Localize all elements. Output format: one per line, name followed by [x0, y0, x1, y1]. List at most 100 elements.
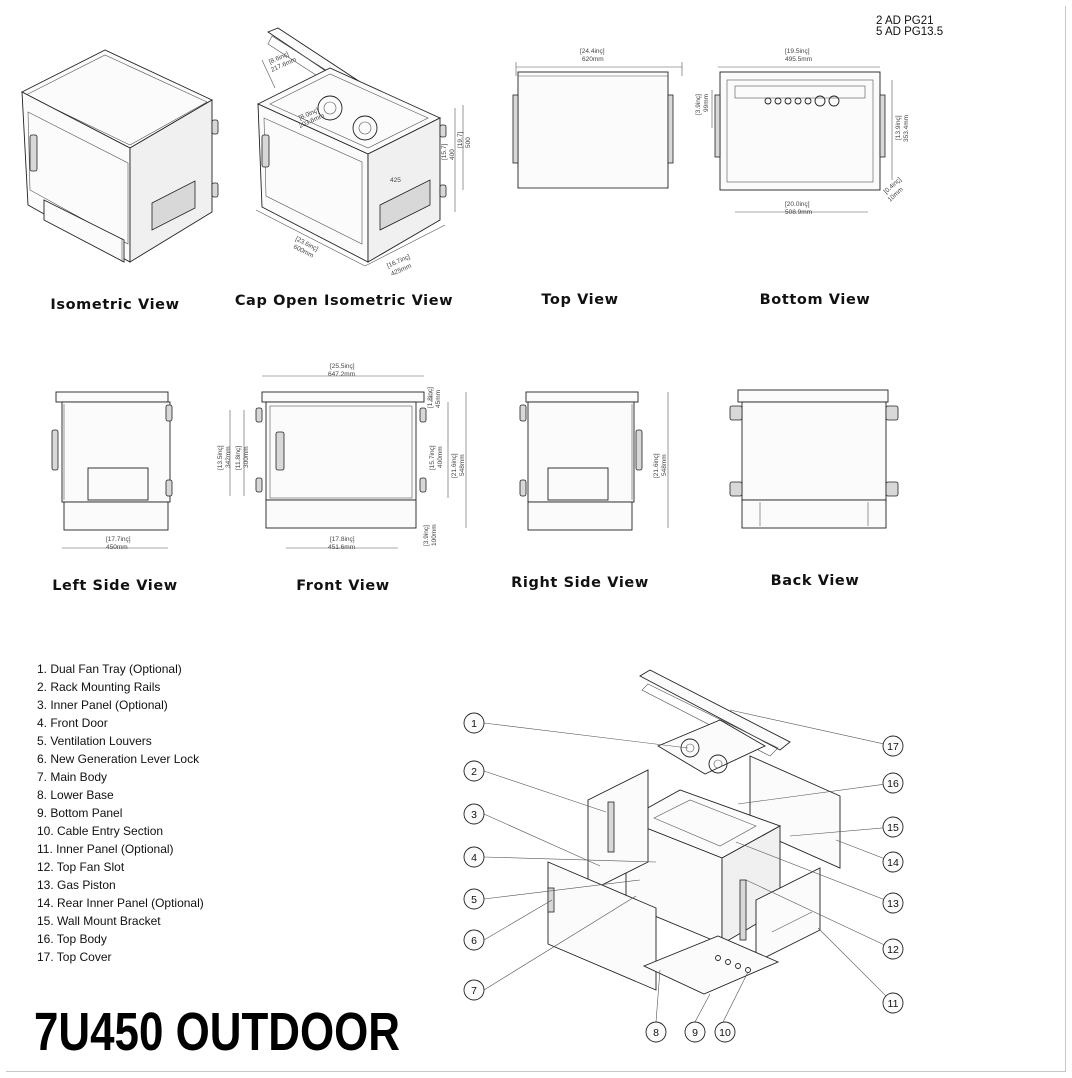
svg-text:45mm: 45mm	[435, 390, 442, 408]
svg-text:9: 9	[692, 1027, 698, 1039]
cap-open-isometric-drawing	[255, 27, 464, 267]
callout-15: 15	[882, 816, 904, 838]
part-item: 6. New Generation Lever Lock	[37, 752, 200, 766]
svg-text:[21.6inç]: [21.6inç]	[653, 453, 660, 478]
callout-3: 3	[463, 803, 485, 825]
part-item: 13. Gas Piston	[37, 878, 116, 892]
part-item: 16. Top Body	[37, 932, 107, 946]
part-item: 7. Main Body	[37, 770, 107, 784]
part-item: 8. Lower Base	[37, 788, 114, 802]
part-item: 5. Ventilation Louvers	[37, 734, 152, 748]
callout-14: 14	[882, 851, 904, 873]
part-item: 11. Inner Panel (Optional)	[37, 842, 174, 856]
svg-text:99mm: 99mm	[703, 94, 710, 112]
svg-text:400mm: 400mm	[437, 446, 444, 468]
callout-12: 12	[882, 938, 904, 960]
callout-8: 8	[645, 1021, 667, 1043]
svg-text:451.6mm: 451.6mm	[328, 544, 355, 551]
svg-text:[13.5inç]: [13.5inç]	[217, 445, 224, 470]
part-item: 2. Rack Mounting Rails	[37, 680, 160, 694]
svg-text:7: 7	[471, 985, 477, 997]
label-top-view: Top View	[541, 292, 618, 308]
svg-text:3: 3	[471, 809, 477, 821]
svg-text:548mm: 548mm	[661, 454, 668, 476]
label-left-side-view: Left Side View	[52, 578, 178, 594]
callout-2: 2	[463, 760, 485, 782]
isometric-view-drawing	[21, 49, 219, 263]
svg-text:16: 16	[887, 778, 899, 790]
svg-text:548mm: 548mm	[459, 454, 466, 476]
right-side-view-drawing	[519, 391, 669, 531]
exploded-assembly-drawing	[547, 669, 841, 995]
part-item: 17. Top Cover	[37, 950, 112, 964]
part-item: 9. Bottom Panel	[37, 806, 122, 820]
label-bottom-view: Bottom View	[760, 292, 871, 308]
label-back-view: Back View	[771, 573, 860, 589]
svg-text:300mm: 300mm	[243, 446, 250, 468]
svg-text:647.2mm: 647.2mm	[328, 371, 355, 378]
callout-16: 16	[882, 772, 904, 794]
svg-text:495.5mm: 495.5mm	[785, 56, 812, 63]
model-title: 7U450 OUTDOOR	[34, 1002, 400, 1062]
svg-text:11: 11	[888, 998, 899, 1010]
svg-text:4: 4	[471, 852, 477, 864]
svg-text:[15.7]: [15.7]	[441, 144, 448, 160]
svg-text:[17.7inç]: [17.7inç]	[106, 536, 131, 543]
svg-text:[13.9inç]: [13.9inç]	[895, 115, 902, 140]
part-item: 1. Dual Fan Tray (Optional)	[37, 662, 182, 676]
svg-text:342mm: 342mm	[225, 446, 232, 468]
svg-text:[24.4inç]: [24.4inç]	[580, 48, 605, 55]
top-view-drawing	[512, 62, 683, 189]
svg-text:[15.7inç]: [15.7inç]	[429, 445, 436, 470]
callout-13: 13	[882, 892, 904, 914]
parts-list: 1. Dual Fan Tray (Optional) 2. Rack Moun…	[37, 662, 204, 964]
callout-11: 11	[882, 992, 904, 1014]
svg-text:[1.8inç]: [1.8inç]	[427, 387, 434, 408]
svg-text:[20.0inç]: [20.0inç]	[785, 201, 810, 208]
callout-9: 9	[684, 1021, 706, 1043]
label-right-side-view: Right Side View	[511, 575, 649, 591]
part-item: 14. Rear Inner Panel (Optional)	[37, 896, 204, 910]
note-pg135: 5 AD PG13.5	[876, 26, 943, 38]
svg-text:1: 1	[471, 718, 477, 730]
sheet-frame	[6, 6, 1066, 1072]
svg-text:15: 15	[887, 822, 899, 834]
bottom-view-drawing	[711, 66, 893, 213]
svg-text:[11.8inç]: [11.8inç]	[235, 446, 242, 470]
label-cap-open-isometric-view: Cap Open Isometric View	[235, 293, 453, 309]
svg-text:[21.6inç]: [21.6inç]	[451, 453, 458, 478]
callout-17: 17	[882, 735, 904, 757]
callout-1: 1	[463, 712, 485, 734]
callout-5: 5	[463, 888, 485, 910]
svg-text:425: 425	[390, 177, 401, 184]
svg-text:[25.5inç]: [25.5inç]	[330, 363, 355, 370]
svg-text:6: 6	[471, 935, 477, 947]
svg-text:12: 12	[887, 944, 899, 956]
svg-text:[19.5inç]: [19.5inç]	[785, 48, 810, 55]
svg-text:14: 14	[887, 857, 899, 869]
part-item: 10. Cable Entry Section	[37, 824, 163, 838]
note-pg21: 2 AD PG21	[876, 15, 934, 27]
svg-text:500: 500	[465, 137, 472, 148]
svg-text:2: 2	[471, 766, 477, 778]
callout-10: 10	[714, 1021, 736, 1043]
svg-text:400: 400	[449, 149, 456, 160]
callout-4: 4	[463, 846, 485, 868]
svg-text:8: 8	[653, 1027, 659, 1039]
svg-text:100mm: 100mm	[431, 524, 438, 546]
svg-text:10: 10	[719, 1027, 731, 1039]
callout-6: 6	[463, 929, 485, 951]
svg-text:5: 5	[471, 894, 477, 906]
label-isometric-view: Isometric View	[50, 297, 179, 313]
part-item: 3. Inner Panel (Optional)	[37, 698, 168, 712]
back-view-drawing	[729, 389, 899, 529]
svg-text:[3.9inç]: [3.9inç]	[695, 94, 702, 115]
svg-text:17: 17	[887, 741, 899, 753]
front-view-drawing	[229, 375, 467, 549]
svg-text:450mm: 450mm	[106, 544, 128, 551]
svg-text:508.9mm: 508.9mm	[785, 209, 812, 216]
part-item: 4. Front Door	[37, 716, 108, 730]
left-side-view-drawing	[51, 391, 173, 549]
